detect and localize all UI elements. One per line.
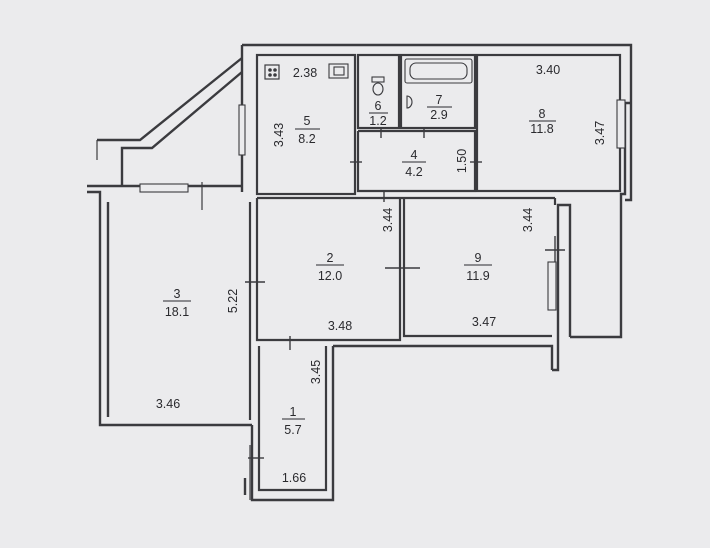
bathtub-icon <box>404 58 473 84</box>
door-marks <box>245 128 565 459</box>
dim-room-2-length: 3.44 <box>381 208 395 232</box>
windows <box>139 99 626 311</box>
dim-hall-length: 3.45 <box>309 360 323 384</box>
room-3-number: 3 <box>174 287 181 301</box>
dimension-labels: 2.38 3.40 3.43 3.47 1.50 3.44 3.44 5.22 … <box>156 63 607 485</box>
room-8-number: 8 <box>539 107 546 121</box>
room-9-number: 9 <box>475 251 482 265</box>
dim-kitchen-width: 2.38 <box>293 66 317 80</box>
room-2-number: 2 <box>327 251 334 265</box>
dim-corridor-width: 1.50 <box>455 149 469 173</box>
room-8: 8 11.8 <box>529 107 556 136</box>
inner-walls <box>248 53 622 492</box>
dim-room-3-width: 3.46 <box>156 397 180 411</box>
room-4: 4 4.2 <box>402 148 426 179</box>
window-room-5 <box>238 104 246 156</box>
room-1: 1 5.7 <box>282 405 305 437</box>
room-5-area: 8.2 <box>298 132 315 146</box>
window-room-8 <box>616 99 626 149</box>
toilet-icon <box>371 76 385 96</box>
room-1-area: 5.7 <box>284 423 301 437</box>
room-1-number: 1 <box>290 405 297 419</box>
room-3: 3 18.1 <box>163 287 191 319</box>
fixtures <box>264 58 473 109</box>
outer-walls <box>87 43 633 502</box>
room-9-area: 11.9 <box>466 269 489 283</box>
window-room-9 <box>547 261 557 311</box>
room-5-number: 5 <box>304 114 311 128</box>
room-6-number: 6 <box>375 99 382 113</box>
room-4-area: 4.2 <box>405 165 422 179</box>
stove-icon <box>264 64 280 80</box>
dim-room-3-length: 5.22 <box>226 289 240 313</box>
room-6-area: 1.2 <box>369 114 386 128</box>
room-2: 2 12.0 <box>316 251 344 283</box>
sink-icon <box>328 63 349 79</box>
room-3-area: 18.1 <box>165 305 189 319</box>
dim-kitchen-length: 3.43 <box>272 123 286 147</box>
room-4-number: 4 <box>411 148 418 162</box>
room-9: 9 11.9 <box>464 251 492 283</box>
room-8-area: 11.8 <box>530 122 553 136</box>
room-2-area: 12.0 <box>318 269 342 283</box>
dim-room-8-length: 3.47 <box>593 121 607 145</box>
room-7-area: 2.9 <box>430 108 447 122</box>
room-5: 5 8.2 <box>295 114 320 146</box>
room-7-number: 7 <box>436 93 443 107</box>
dim-room-9-width: 3.47 <box>472 315 496 329</box>
dim-room-8-width: 3.40 <box>536 63 560 77</box>
room-6: 6 1.2 <box>369 99 388 128</box>
washbasin-icon <box>406 95 413 109</box>
dim-room-2-width: 3.48 <box>328 319 352 333</box>
dim-hall-width: 1.66 <box>282 471 306 485</box>
window-room-3 <box>139 183 189 193</box>
room-7: 7 2.9 <box>427 93 452 122</box>
dim-room-9-length: 3.44 <box>521 208 535 232</box>
